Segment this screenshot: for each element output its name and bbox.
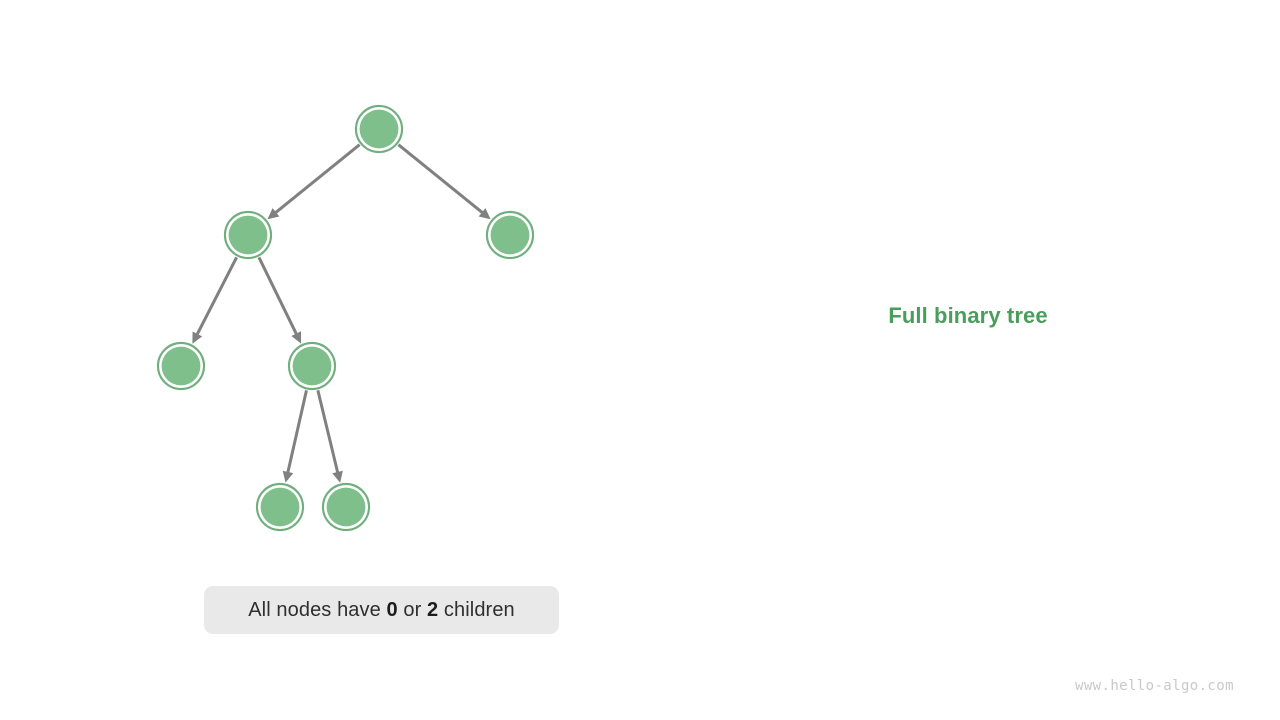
tree-node-fill — [260, 487, 300, 527]
tree-node-outer-ring — [223, 210, 273, 260]
tree-node[interactable] — [223, 210, 273, 260]
tree-edge — [195, 256, 238, 337]
tree-node[interactable] — [485, 210, 535, 260]
tree-edge-arrowhead — [478, 208, 491, 220]
tree-edge-arrowhead — [332, 470, 343, 483]
tree-node-fill — [490, 215, 530, 255]
tree-node[interactable] — [156, 341, 206, 391]
tree-edge — [273, 143, 361, 215]
tree-edge-arrowhead — [267, 208, 280, 220]
caption-box: All nodes have 0 or 2 children — [204, 586, 559, 634]
tree-edge-arrowhead — [282, 470, 294, 483]
caption-emphasis: 2 — [427, 598, 439, 621]
tree-node-fill — [326, 487, 366, 527]
caption-emphasis: 0 — [386, 598, 398, 621]
tree-node-outer-ring — [156, 341, 206, 391]
page-title: Full binary tree — [888, 303, 1048, 328]
tree-node[interactable] — [287, 341, 337, 391]
tree-node-gap-ring — [488, 213, 532, 257]
tree-node-outer-ring — [321, 482, 371, 532]
tree-node-fill — [359, 109, 399, 149]
tree-node-fill — [228, 215, 268, 255]
tree-node-outer-ring — [255, 482, 305, 532]
caption-fragment: All nodes have — [248, 598, 387, 621]
tree-node-outer-ring — [485, 210, 535, 260]
tree-edge-arrowhead — [291, 331, 302, 344]
tree-node[interactable] — [255, 482, 305, 532]
tree-node-gap-ring — [290, 344, 334, 388]
tree-node-outer-ring — [354, 104, 404, 154]
tree-node-gap-ring — [324, 485, 368, 529]
tree-edge — [257, 256, 299, 337]
caption-text: All nodes have 0 or 2 children — [248, 599, 515, 622]
tree-node-outer-ring — [287, 341, 337, 391]
tree-node-fill — [292, 346, 332, 386]
tree-node-fill — [161, 346, 201, 386]
tree-node-gap-ring — [258, 485, 302, 529]
caption-fragment: children — [438, 598, 515, 621]
tree-edge — [397, 143, 485, 215]
tree-edge — [316, 389, 340, 475]
caption-fragment: or — [397, 598, 428, 621]
tree-node-gap-ring — [159, 344, 203, 388]
tree-edge-arrowhead — [192, 331, 203, 344]
tree-node[interactable] — [321, 482, 371, 532]
tree-edge — [286, 390, 308, 475]
tree-node-gap-ring — [226, 213, 270, 257]
node-layer — [156, 104, 535, 532]
edge-layer — [192, 143, 491, 483]
tree-node[interactable] — [354, 104, 404, 154]
watermark: www.hello-algo.com — [1075, 678, 1234, 694]
tree-node-gap-ring — [357, 107, 401, 151]
